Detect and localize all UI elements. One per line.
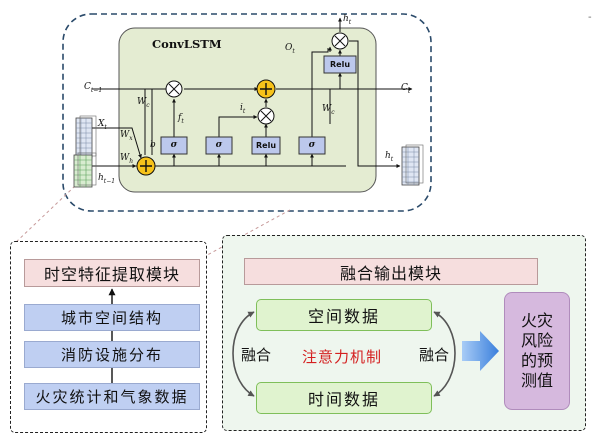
convlstm-cell [118,27,377,193]
f-label: ft [178,113,184,125]
temporal-data-box: 时间数据 [256,382,432,414]
zoom-line-right [199,209,291,260]
input-to-mult [218,115,258,137]
output-gate-label: σ [308,140,316,150]
relu-gate [251,136,281,155]
input-gate [205,136,233,155]
c-next-label: Ct [401,83,411,95]
h-input-grid [73,152,97,188]
fuse-left-label: 融合 [240,346,271,364]
h-prev-label: ht−1 [98,173,116,185]
attention-mechanism-label: 注意力机制 [301,348,382,366]
fire-risk-prediction-box: 火灾风险的预测值 [504,292,570,410]
fuse-right-label: 融合 [418,346,449,364]
h-top-label: ht [343,14,352,26]
top-relu-gate [323,55,357,74]
h-out-label: ht [385,151,394,163]
top-relu-gate-label: Relu [329,60,351,69]
wc-right-label: Wc [322,104,335,116]
x-in-line [92,127,142,159]
zoom-line-left [13,185,76,245]
convlstm-title: ConvLSTM [152,37,222,51]
spatial-data-box: 空间数据 [256,299,432,331]
wc-left-label: Wc [137,97,150,109]
feature-fire-weather-data: 火灾统计和气象数据 [24,383,200,410]
input-gate-label: σ [215,140,223,150]
h-output-grid [401,144,424,186]
feature-urban-structure: 城市空间结构 [24,304,200,331]
fusion-output-module: 融合输出模块 [244,258,538,285]
feature-fire-facilities: 消防设施分布 [24,341,200,368]
x-label: Xt [98,119,107,131]
x-input-grid [75,115,97,159]
top-mult-to-h [349,40,401,168]
output-gate [298,136,326,155]
spatiotemporal-feature-module: 时空特征提取模块 [24,259,200,287]
c-prev-label: Ct−1 [84,82,103,94]
b-label: b [150,140,156,150]
corner-tick: - [588,12,592,23]
relu-gate-label: Relu [255,141,277,150]
forget-gate [160,136,188,155]
i-label: it [240,103,246,115]
output-gate-symbol: Ot [285,43,295,55]
wx-label: Wx [120,130,133,142]
forget-gate-label: σ [170,140,178,150]
wh-label: Wh [120,153,134,165]
